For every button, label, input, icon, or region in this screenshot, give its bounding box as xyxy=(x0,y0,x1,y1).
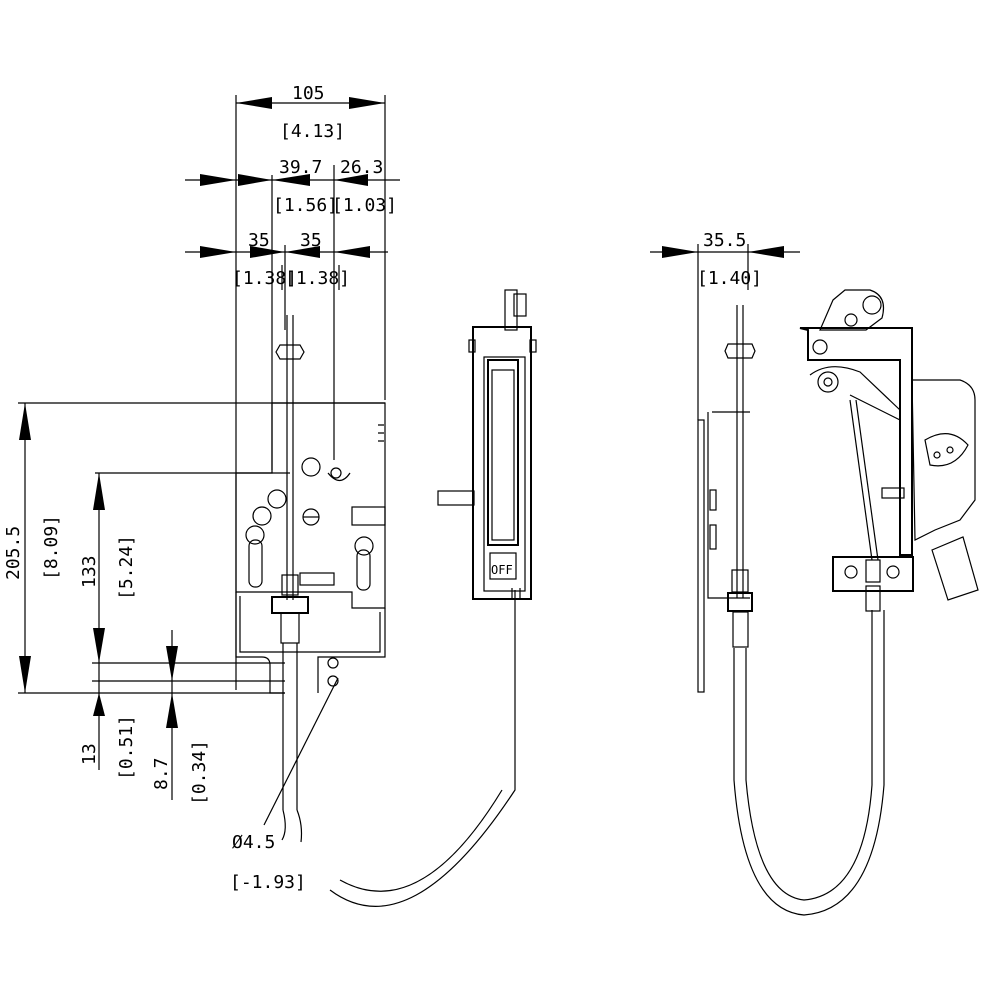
dim-offset-a: 39.7 xyxy=(279,157,322,178)
handle-mechanism xyxy=(437,289,537,600)
dim-height-total-inch: [8.09] xyxy=(41,515,62,580)
dim-bottom-b-inch: [0.34] xyxy=(189,740,210,805)
dim-hole-b: 35 xyxy=(300,230,322,251)
dim-hole-a-inch: [1.38] xyxy=(232,268,297,289)
side-view-left xyxy=(697,305,885,916)
dim-height-mid-inch: [5.24] xyxy=(116,535,137,600)
dim-offset-a-inch: [1.56] xyxy=(273,195,338,216)
dim-hole-a: 35 xyxy=(248,230,270,251)
top-dimensions xyxy=(185,95,400,690)
left-dimensions xyxy=(18,402,385,800)
handle-off-label: OFF xyxy=(491,563,513,577)
dim-offset-b-inch: [1.03] xyxy=(332,195,397,216)
dim-height-total: 205.5 xyxy=(3,526,24,580)
dim-hole-dia-inch: [-1.93] xyxy=(230,872,306,893)
dim-hole-dia: Ø4.5 xyxy=(232,832,275,853)
cable-front xyxy=(271,315,516,907)
dim-height-mid: 133 xyxy=(79,555,100,588)
dim-width-total: 105 xyxy=(292,83,325,104)
dim-offset-b: 26.3 xyxy=(340,157,383,178)
leader-line xyxy=(263,677,339,826)
side-dimensions xyxy=(650,244,800,420)
dim-bottom-a: 13 xyxy=(79,743,100,765)
dim-side-offset: 35.5 xyxy=(703,230,746,251)
mounting-plate-front xyxy=(235,402,386,694)
dim-bottom-a-inch: [0.51] xyxy=(116,715,137,780)
dim-bottom-b: 8.7 xyxy=(151,757,172,790)
dim-width-total-inch: [4.13] xyxy=(280,121,345,142)
side-view-right xyxy=(799,289,979,612)
dim-hole-b-inch: [1.38] xyxy=(285,268,350,289)
dim-side-offset-inch: [1.40] xyxy=(697,268,762,289)
